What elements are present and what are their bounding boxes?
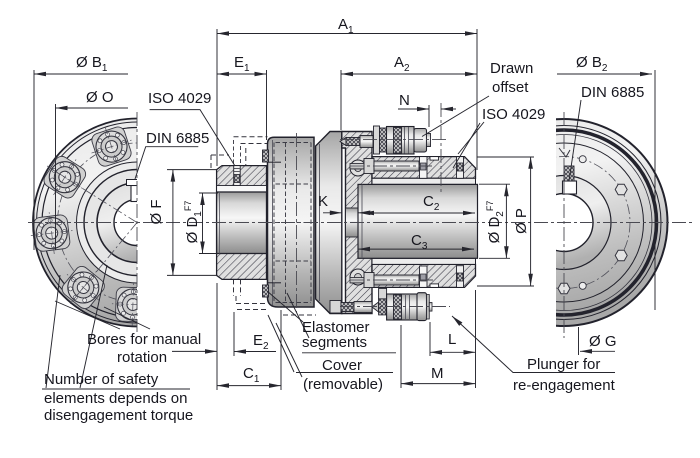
svg-text:rotation: rotation [117, 349, 167, 366]
svg-text:Ø D1F7: Ø D1F7 [183, 201, 204, 244]
svg-text:Ø G: Ø G [589, 333, 617, 350]
svg-text:Ø P: Ø P [513, 208, 530, 234]
svg-text:Ø B2: Ø B2 [576, 54, 608, 74]
svg-text:Plunger for: Plunger for [527, 356, 600, 373]
svg-text:Ø D2F7: Ø D2F7 [485, 201, 506, 244]
svg-text:Ø B1: Ø B1 [76, 54, 108, 74]
svg-text:elements depends on: elements depends on [44, 390, 187, 407]
svg-text:Number of safety: Number of safety [44, 371, 159, 388]
svg-text:(removable): (removable) [303, 376, 383, 393]
svg-text:disengagement torque: disengagement torque [44, 407, 193, 424]
svg-text:offset: offset [492, 79, 529, 96]
svg-text:L: L [448, 331, 456, 348]
svg-text:Elastomer: Elastomer [302, 319, 370, 336]
svg-text:re-engagement: re-engagement [513, 377, 616, 394]
svg-text:ISO 4029: ISO 4029 [148, 90, 211, 107]
svg-text:DIN 6885: DIN 6885 [581, 84, 644, 101]
svg-text:Ø O: Ø O [86, 89, 114, 106]
svg-text:DIN 6885: DIN 6885 [146, 130, 209, 147]
svg-text:segments: segments [302, 334, 367, 351]
svg-text:ISO 4029: ISO 4029 [482, 106, 545, 123]
svg-text:M: M [431, 365, 444, 382]
svg-text:Drawn: Drawn [490, 60, 533, 77]
svg-text:K: K [318, 193, 328, 210]
svg-text:Ø F: Ø F [148, 200, 165, 225]
svg-text:N: N [399, 92, 410, 109]
svg-text:Cover: Cover [322, 357, 362, 374]
svg-text:Bores for manual: Bores for manual [87, 331, 201, 348]
